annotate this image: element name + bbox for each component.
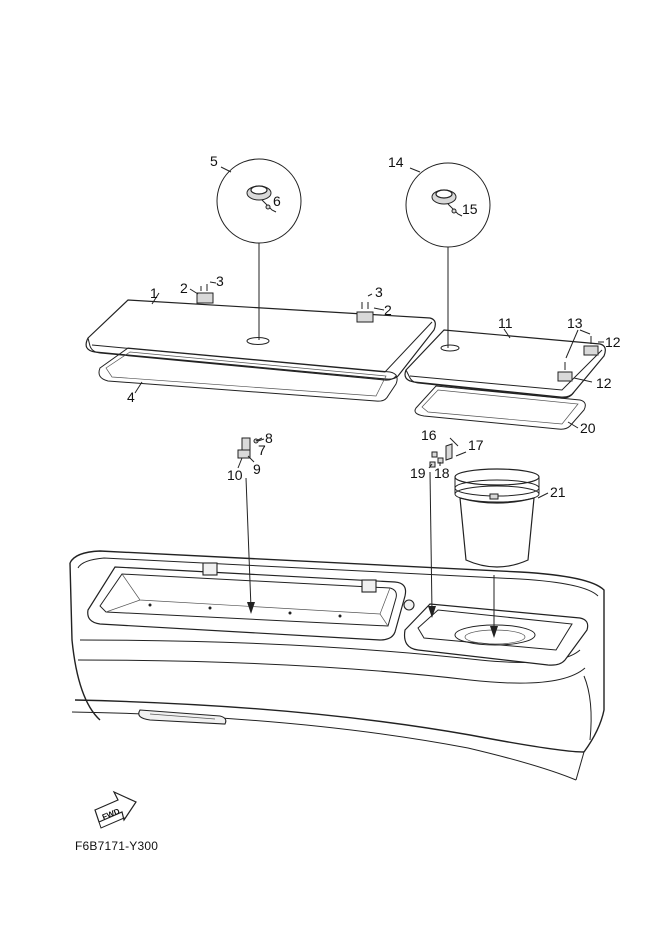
- part-label-1: 1: [150, 285, 158, 301]
- part-label-15: 15: [462, 201, 478, 217]
- part-label-12b: 12: [596, 375, 612, 391]
- part-label-12a: 12: [605, 334, 621, 350]
- part-label-14: 14: [388, 154, 404, 170]
- lid-left: [85, 299, 436, 402]
- part-label-18: 18: [434, 465, 450, 481]
- part-label-8: 8: [265, 430, 273, 446]
- part-label-4: 4: [127, 389, 135, 405]
- cup-holder: [454, 468, 540, 568]
- hull-deck: [69, 550, 605, 781]
- part-labels: 1 2 3 2 3 4 5 6 7 8 9 10 11 12 12 13 14 …: [127, 153, 621, 500]
- part-label-20: 20: [580, 420, 596, 436]
- part-label-5: 5: [210, 153, 218, 169]
- fwd-direction-badge: FWD: [94, 790, 137, 829]
- part-label-17: 17: [468, 437, 484, 453]
- drawing-code: F6B7171-Y300: [75, 839, 159, 853]
- detail-circle-left: [216, 158, 302, 340]
- part-label-13: 13: [567, 315, 583, 331]
- part-label-16: 16: [421, 427, 437, 443]
- part-label-9: 9: [253, 461, 261, 477]
- part-label-2a: 2: [180, 280, 188, 296]
- part-label-3a: 3: [216, 273, 224, 289]
- part-label-3b: 3: [375, 284, 383, 300]
- detail-circle-right: [405, 162, 491, 348]
- part-label-21: 21: [550, 484, 566, 500]
- hinge-parts: [196, 284, 599, 468]
- assembly-arrows: [245, 471, 498, 638]
- part-label-19: 19: [410, 465, 426, 481]
- part-label-10: 10: [227, 467, 243, 483]
- leader-lines: [134, 166, 604, 499]
- part-label-7: 7: [258, 442, 266, 458]
- part-label-6: 6: [273, 193, 281, 209]
- part-label-2b: 2: [384, 302, 392, 318]
- lid-right: [404, 329, 606, 430]
- part-label-11: 11: [498, 315, 513, 331]
